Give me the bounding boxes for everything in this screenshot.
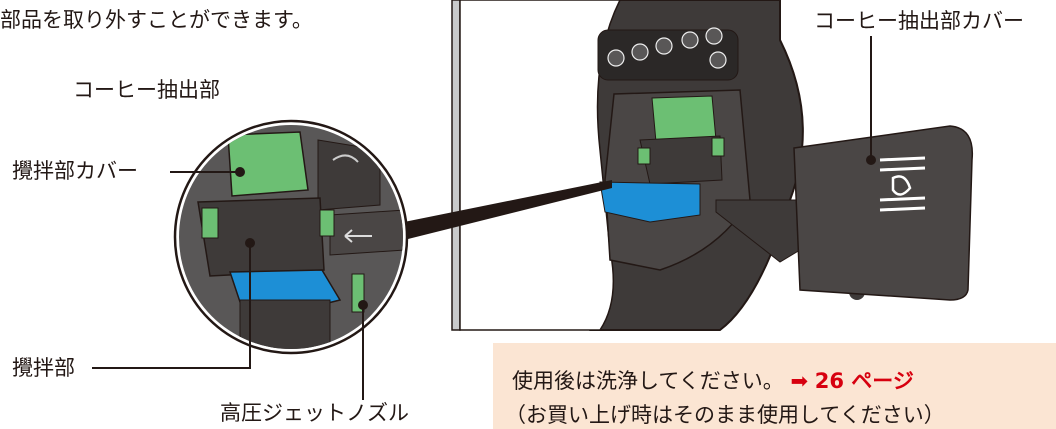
label-extraction-cover: コーヒー抽出部カバー [814, 9, 1024, 33]
label-stirring-unit: 攪拌部 [12, 356, 75, 380]
note-line-2: （お買い上げ時はそのまま使用してください） [505, 403, 945, 427]
page-reference: 26 ページ [814, 369, 914, 393]
label-stirring-cover: 攪拌部カバー [12, 159, 138, 183]
arrow-right-icon: ➡ [790, 369, 809, 393]
note-line-1: 使用後は洗浄してください。 ➡ 26 ページ [512, 365, 914, 395]
note-text: 使用後は洗浄してください。 [512, 369, 784, 393]
detached-cover [715, 125, 974, 301]
magnified-view [173, 119, 409, 355]
intro-text: 部品を取り外すことができます。 [0, 8, 313, 32]
coffee-machine [451, 0, 865, 331]
leader-lines [92, 36, 876, 400]
note-box [493, 343, 1056, 429]
callout-wedge [404, 180, 612, 240]
label-extraction-unit: コーヒー抽出部 [73, 78, 220, 102]
label-nozzle: 高圧ジェットノズル [220, 401, 409, 425]
